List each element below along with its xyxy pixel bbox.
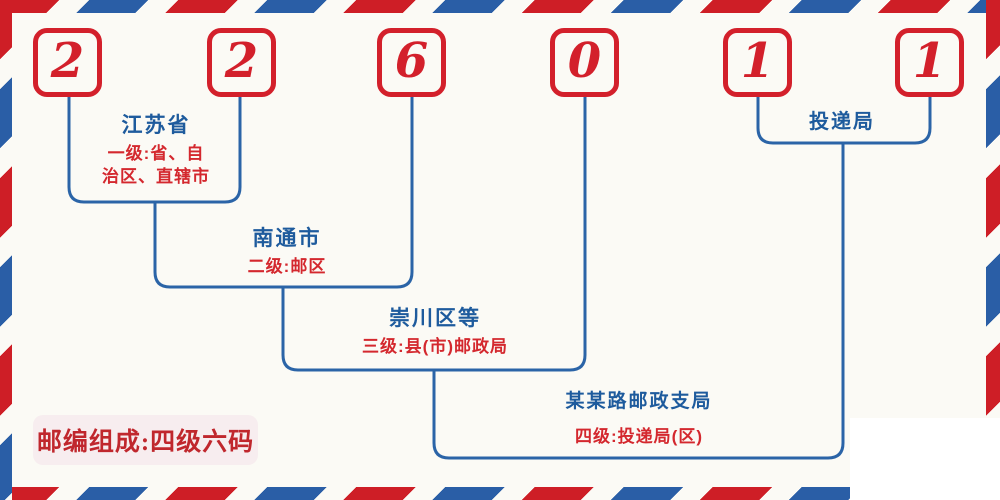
digit-6: 1 xyxy=(912,32,947,89)
envelope-stripe-left xyxy=(0,0,12,500)
level3-place-name: 崇川区等 xyxy=(388,307,481,330)
badge-text: 邮编组成:四级六码 xyxy=(36,429,255,456)
digit-1: 2 xyxy=(50,32,85,89)
digit-3: 6 xyxy=(394,32,429,89)
level2-place-name: 南通市 xyxy=(252,227,322,250)
level4-label-group: 某某路邮政支局 四级:投递局(区) xyxy=(565,391,712,448)
digit-box-6: 1 xyxy=(895,28,964,97)
level3-label-group: 崇川区等 三级:县(市)邮政局 xyxy=(362,306,508,358)
digit-box-5: 1 xyxy=(723,28,792,97)
digit-2: 2 xyxy=(224,32,259,89)
level1-description-line1: 一级:省、自 xyxy=(107,144,205,164)
bottom-right-white-patch xyxy=(850,418,1000,500)
level2-description: 二级:邮区 xyxy=(247,257,327,277)
digit-4: 0 xyxy=(567,32,602,89)
delivery-office-name: 投递局 xyxy=(809,111,875,133)
level3-description: 三级:县(市)邮政局 xyxy=(362,337,508,357)
postal-code-composition-badge: 邮编组成:四级六码 xyxy=(33,415,258,465)
level4-place-name: 某某路邮政支局 xyxy=(565,391,713,412)
level1-place-name: 江苏省 xyxy=(121,114,191,137)
level2-label-group: 南通市 二级:邮区 xyxy=(248,226,327,278)
digit-5: 1 xyxy=(740,32,775,89)
digit-box-4: 0 xyxy=(550,28,619,97)
delivery-office-label-group: 投递局 xyxy=(809,110,875,134)
level4-description: 四级:投递局(区) xyxy=(575,426,703,446)
digit-box-3: 6 xyxy=(377,28,446,97)
level1-description-line2: 治区、直辖市 xyxy=(102,167,210,187)
level1-label-group: 江苏省 一级:省、自 治区、直辖市 xyxy=(102,113,210,188)
digit-box-1: 2 xyxy=(33,28,102,97)
envelope-stripe-right xyxy=(986,0,1000,500)
envelope-stripe-top xyxy=(0,0,1000,13)
digit-box-2: 2 xyxy=(207,28,276,97)
envelope-stripe-bottom xyxy=(0,487,1000,500)
bracket-delivery-office xyxy=(756,97,932,145)
bracket-level4 xyxy=(432,143,845,460)
